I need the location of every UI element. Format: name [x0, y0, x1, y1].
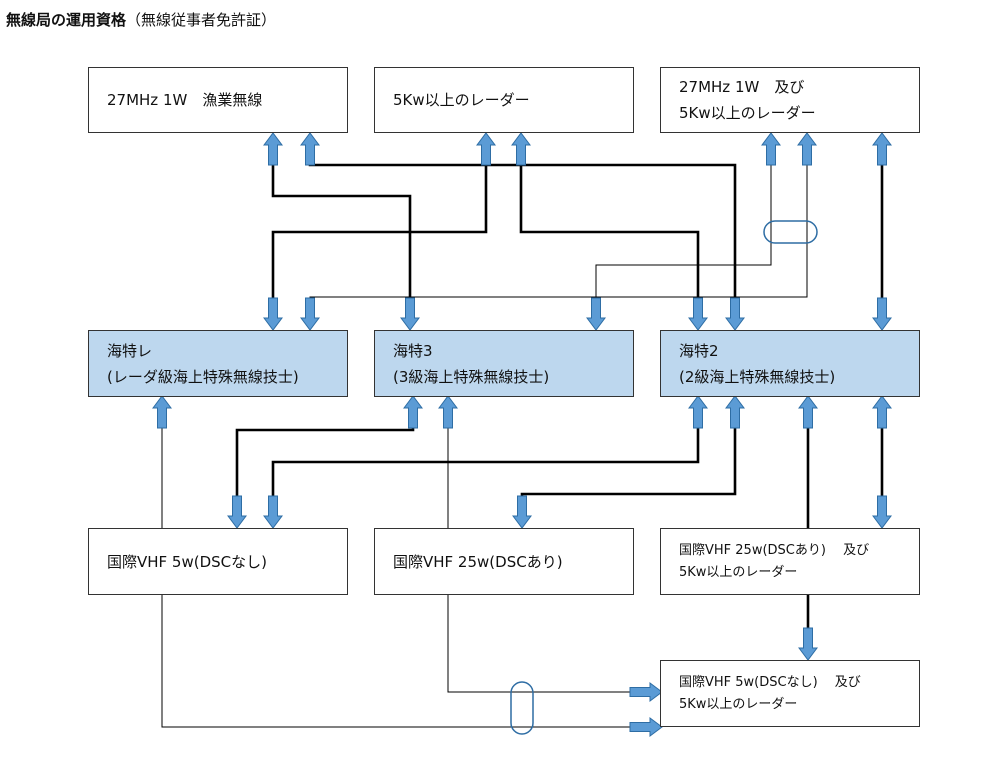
arrow-right-icon: [629, 717, 663, 737]
node-label: 海特レ: [107, 341, 153, 360]
arrow-up-icon: [798, 395, 818, 429]
arrow-down-icon: [263, 297, 283, 331]
crossover-mark-upper: [763, 220, 818, 244]
node-label: 5Kw以上のレーダー: [679, 696, 798, 712]
arrow-up-icon: [688, 395, 708, 429]
arrow-down-icon: [725, 297, 745, 331]
wire-bot2-bot4: [447, 594, 632, 693]
wire-bot1-mid2b: [271, 426, 700, 500]
arrow-up-icon: [263, 132, 283, 166]
arrow-up-icon: [438, 395, 458, 429]
arrow-down-icon: [263, 495, 283, 529]
wire-top2-mid3: [519, 163, 700, 300]
page-title-main: 無線局の運用資格: [6, 11, 127, 29]
node-license-grade2: 海特2 (2級海上特殊無線技士): [660, 330, 920, 397]
node-label: 5Kw以上のレーダー: [679, 104, 816, 122]
node-vhf-25w-dsc-and-radar: 国際VHF 25w(DSCあり) 及び 5Kw以上のレーダー: [660, 528, 920, 595]
arrow-down-icon: [586, 297, 606, 331]
arrow-up-icon: [476, 132, 496, 166]
arrow-up-icon: [797, 132, 817, 166]
node-label: (2級海上特殊無線技士): [679, 367, 836, 386]
node-label: 国際VHF 5w(DSCなし) 及び: [679, 674, 861, 690]
node-label: 国際VHF 5w(DSCなし): [107, 552, 267, 571]
wire-bot1-bot4: [161, 594, 632, 728]
wire-top3-mid2: [595, 163, 772, 300]
node-label: 海特3: [393, 341, 433, 360]
arrow-up-icon: [511, 132, 531, 166]
page-title-sub: （無線従事者免許証）: [126, 11, 277, 29]
node-vhf-25w-dsc: 国際VHF 25w(DSCあり): [374, 528, 634, 595]
node-label: 国際VHF 25w(DSCあり) 及び: [679, 542, 870, 558]
node-label: 5Kw以上のレーダー: [393, 91, 530, 109]
node-27mhz-and-radar: 27MHz 1W 及び 5Kw以上のレーダー: [660, 67, 920, 133]
node-label: (3級海上特殊無線技士): [393, 367, 550, 386]
node-label: 海特2: [679, 341, 719, 360]
arrow-up-icon: [300, 132, 320, 166]
arrow-down-icon: [400, 297, 420, 331]
arrow-up-icon: [725, 395, 745, 429]
node-license-grade3: 海特3 (3級海上特殊無線技士): [374, 330, 634, 397]
node-label: (レーダ級海上特殊無線技士): [107, 367, 299, 386]
arrow-down-icon: [300, 297, 320, 331]
arrow-up-icon: [403, 395, 423, 429]
arrow-down-icon: [798, 627, 818, 661]
node-vhf-5w-no-dsc-and-radar: 国際VHF 5w(DSCなし) 及び 5Kw以上のレーダー: [660, 660, 920, 727]
node-label: 27MHz 1W 及び: [679, 78, 805, 96]
arrow-right-icon: [629, 682, 663, 702]
arrow-up-icon: [761, 132, 781, 166]
node-27mhz-fishing-radio: 27MHz 1W 漁業無線: [88, 67, 348, 133]
arrow-down-icon: [872, 297, 892, 331]
arrow-down-icon: [512, 495, 532, 529]
node-license-radar-grade: 海特レ (レーダ級海上特殊無線技士): [88, 330, 348, 397]
arrow-down-icon: [872, 495, 892, 529]
arrow-up-icon: [152, 395, 172, 429]
wire-top1-mid2: [271, 163, 412, 300]
arrow-up-icon: [872, 132, 892, 166]
arrow-down-icon: [688, 297, 708, 331]
crossover-mark-lower: [510, 681, 534, 735]
node-vhf-5w-no-dsc: 国際VHF 5w(DSCなし): [88, 528, 348, 595]
arrow-down-icon: [227, 495, 247, 529]
node-radar-5kw: 5Kw以上のレーダー: [374, 67, 634, 133]
node-label: 27MHz 1W 漁業無線: [107, 91, 263, 109]
arrow-up-icon: [872, 395, 892, 429]
node-label: 5Kw以上のレーダー: [679, 564, 798, 580]
wire-top2-mid1: [271, 163, 488, 300]
page-title: 無線局の運用資格（無線従事者免許証）: [6, 9, 276, 30]
node-label: 国際VHF 25w(DSCあり): [393, 552, 563, 571]
